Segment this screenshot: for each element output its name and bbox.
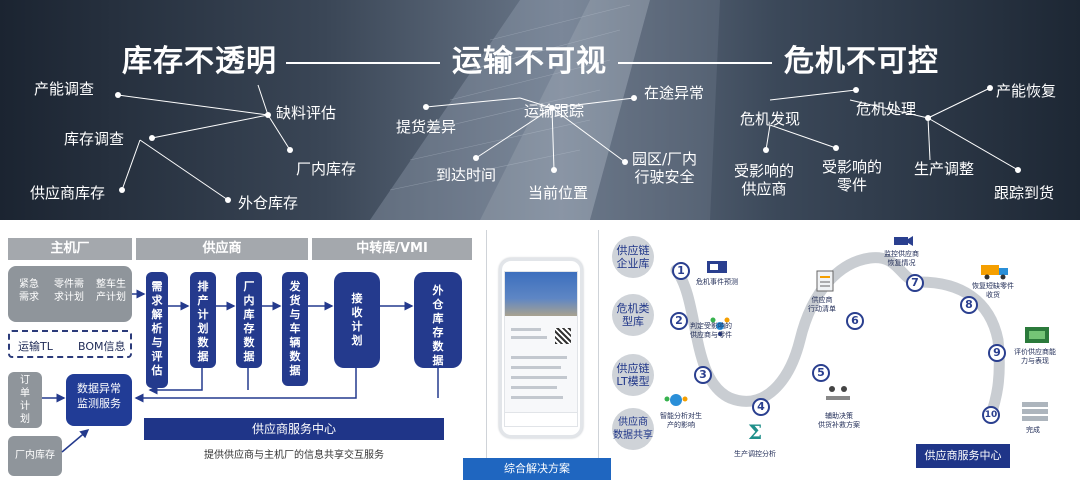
headline-transport-invisible: 运输不可视: [452, 44, 607, 79]
solution-button[interactable]: 综合解决方案: [463, 458, 611, 480]
label-park-safety: 园区/厂内 行驶安全: [632, 150, 698, 186]
demand-analysis-eval[interactable]: 需 求 解 析 与 评 估: [146, 272, 168, 388]
step-10-label: 完成: [1026, 426, 1040, 434]
monitor-icon: [707, 261, 727, 273]
banner-connectors: [115, 62, 1021, 203]
step-2: 2: [670, 312, 688, 330]
external-warehouse-data[interactable]: 外 仓 库 存 数 据: [414, 272, 462, 368]
supplier-service-center-bar[interactable]: 供应商服务中心: [144, 418, 444, 440]
sigma-icon: Σ: [748, 420, 763, 444]
library-lt-model[interactable]: 供应链 LT模型: [612, 354, 654, 396]
camera-icon: [894, 236, 913, 246]
divider-right: [598, 230, 599, 480]
factory-inventory-box: 厂内库存: [8, 436, 62, 476]
label-pickup-diff: 提货差异: [396, 118, 457, 136]
label-inventory-survey: 库存调查: [64, 130, 125, 148]
vehicle-production-plan: 整车生 产计划: [96, 279, 126, 303]
label-affected-part: 受影响的 零件: [822, 158, 883, 194]
label-transport-track: 运输跟踪: [524, 102, 585, 120]
label-transit-exception: 在途异常: [644, 84, 705, 102]
step-5-label: 辅助决策供货补救方案: [818, 412, 860, 429]
meeting-icon: [826, 386, 850, 400]
headline-crisis-uncontrollable: 危机不可控: [784, 44, 939, 79]
step-2-label: 判定受影响的供应商与零件: [690, 322, 732, 339]
server-icon: [1022, 402, 1048, 421]
label-production-adjust: 生产调整: [914, 160, 975, 178]
library-crisis-type[interactable]: 危机类 型库: [612, 294, 654, 336]
evaluation-board-icon: [1025, 327, 1049, 343]
label-external-inventory: 外仓库存: [238, 194, 299, 212]
phone-nav-bar: [505, 412, 577, 426]
step-7: 7: [906, 274, 924, 292]
library-supply-chain-enterprise[interactable]: 供应链 企业库: [612, 236, 654, 278]
label-arrival-time: 到达时间: [436, 166, 497, 184]
checklist-icon: [816, 270, 834, 292]
step-4-label: 生产调控分析: [734, 450, 776, 458]
step-1: 1: [672, 262, 690, 280]
step-8: 8: [960, 296, 978, 314]
phone-screen: [504, 271, 578, 427]
truck-icon: [981, 265, 1008, 280]
step-7-label: 监控供应商恢复情况: [884, 250, 919, 267]
header-transfer-vmi: 中转库/VMI: [312, 238, 472, 260]
label-factory-inventory: 厂内库存: [296, 160, 357, 178]
building-background: [370, 0, 720, 220]
step-10: 10: [982, 406, 1000, 424]
label-capacity-survey: 产能调查: [34, 80, 95, 98]
step-8-label: 恢复短缺零件收货: [972, 282, 1014, 299]
step-5: 5: [812, 364, 830, 382]
step-3: 3: [694, 366, 712, 384]
network-icon: [710, 317, 730, 336]
divider-left: [486, 230, 487, 480]
step-4: 4: [752, 398, 770, 416]
step-9: 9: [988, 344, 1006, 362]
label-affected-supplier: 受影响的 供应商: [734, 162, 795, 198]
phone-hero-image: [505, 272, 577, 316]
label-supplier-inventory: 供应商库存: [30, 184, 106, 202]
shipment-vehicle-data[interactable]: 发 货 与 车 辆 数 据: [282, 272, 308, 386]
dashed-info-box: [8, 330, 132, 358]
flow-arrows: [42, 289, 439, 453]
label-current-location: 当前位置: [528, 184, 589, 202]
supplier-service-center-button[interactable]: 供应商服务中心: [916, 444, 1010, 468]
bom-info: BOM信息: [78, 340, 126, 353]
label-follow-delivery: 跟踪到货: [994, 184, 1055, 202]
header-supplier: 供应商: [136, 238, 308, 260]
emergency-demand: 紧急 需求: [19, 279, 39, 303]
step-6-label: 供应商行动清单: [808, 296, 836, 313]
order-plan: 订 单 计 划: [8, 372, 42, 428]
headline-inventory-opaque: 库存不透明: [122, 44, 277, 79]
oem-plan-panel: [8, 266, 132, 322]
label-capacity-recover: 产能恢复: [996, 82, 1057, 100]
library-supplier-data-share[interactable]: 供应商 数据共享: [612, 408, 654, 450]
step-3-label: 智能分析对生产的影响: [660, 412, 702, 429]
transport-tl: 运输TL: [18, 340, 53, 353]
step-9-label: 评价供应商能力与表现: [1014, 348, 1056, 365]
parts-demand-plan: 零件需 求计划: [54, 279, 84, 303]
mobile-app-mockup: [499, 258, 583, 438]
header-oem: 主机厂: [8, 238, 132, 260]
data-anomaly-monitor-service[interactable]: 数据异常 监测服务: [66, 374, 132, 426]
label-crisis-find: 危机发现: [740, 110, 801, 128]
step-6: 6: [846, 312, 864, 330]
label-crisis-handle: 危机处理: [856, 100, 917, 118]
scheduling-plan-data[interactable]: 排 产 计 划 数 据: [190, 272, 216, 368]
step-1-label: 危机事件预测: [696, 278, 738, 286]
cloud-analysis-icon: [664, 394, 688, 406]
service-caption: 提供供应商与主机厂的信息共享交互服务: [204, 450, 384, 461]
receiving-plan[interactable]: 接 收 计 划: [334, 272, 380, 368]
qr-code-icon: [555, 328, 571, 344]
factory-inventory-data[interactable]: 厂 内 库 存 数 据: [236, 272, 262, 368]
data-flow-diagram: 主机厂 供应商 中转库/VMI 紧急 需求 零件需 求计划 整车生 产计划 运输…: [0, 226, 478, 484]
label-shortage-eval: 缺料评估: [276, 104, 337, 122]
top-banner: 库存不透明 运输不可视 危机不可控 产能调查 缺料评估 库存调查 厂内库存 供应…: [0, 0, 1080, 220]
